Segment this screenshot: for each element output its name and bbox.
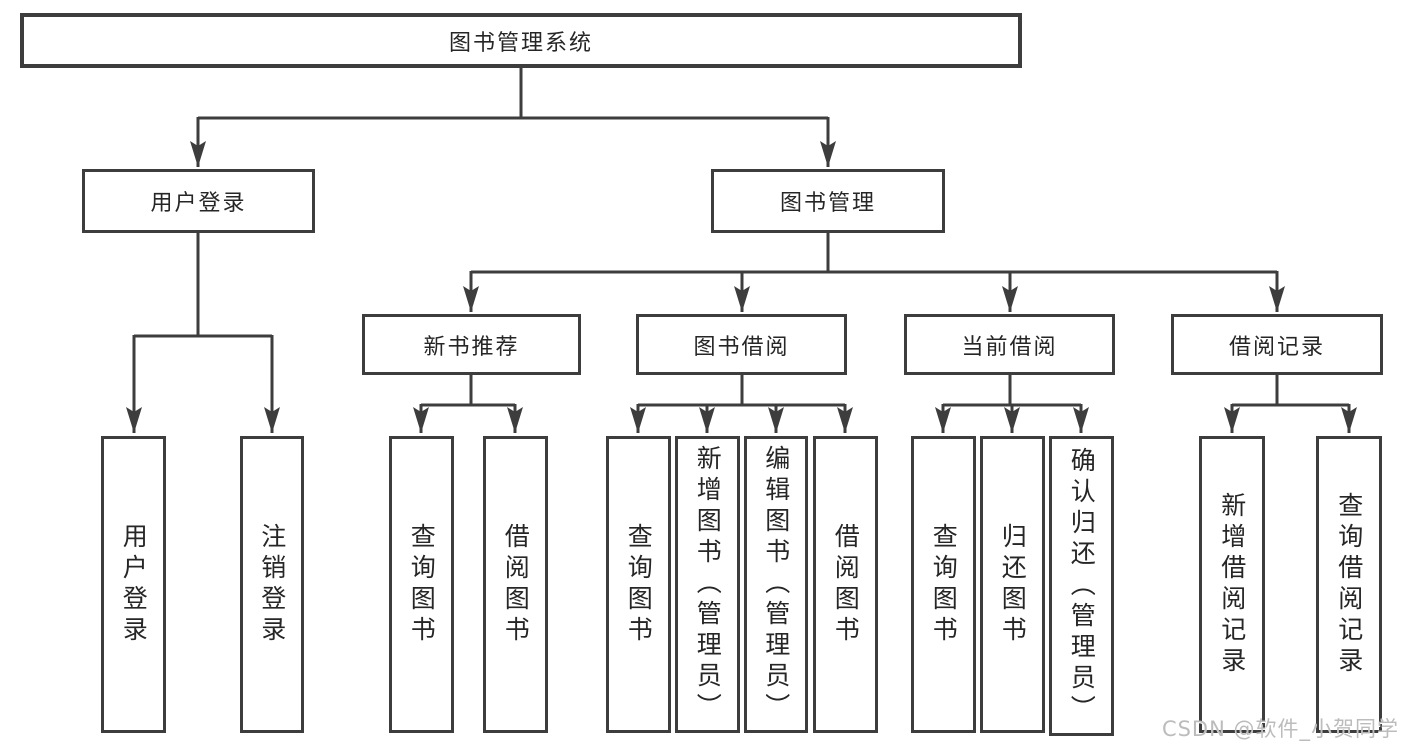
leaf-add-books-admin: 新增图书（管理员） xyxy=(675,436,740,733)
leaf-search-borrow-record: 查询借阅记录 xyxy=(1316,436,1382,733)
leaf-search-borrow-record-label: 查询借阅记录 xyxy=(1334,491,1364,678)
leaf-current-search-books-label: 查询图书 xyxy=(929,522,959,647)
leaf-edit-books-admin: 编辑图书（管理员） xyxy=(744,436,808,733)
leaf-recommend-borrow-books: 借阅图书 xyxy=(483,436,548,733)
leaf-confirm-return-admin-label: 确认归还（管理员） xyxy=(1067,446,1097,726)
leaf-add-borrow-record: 新增借阅记录 xyxy=(1199,436,1265,733)
csdn-watermark: CSDN @软件_小贺同学 xyxy=(1161,717,1399,741)
leaf-current-search-books: 查询图书 xyxy=(911,436,976,733)
leaf-edit-books-admin-label: 编辑图书（管理员） xyxy=(761,445,791,724)
node-borrow-records: 借阅记录 xyxy=(1171,314,1383,375)
node-book-borrow: 图书借阅 xyxy=(636,314,847,375)
leaf-borrow-books: 借阅图书 xyxy=(813,436,878,733)
leaf-confirm-return-admin: 确认归还（管理员） xyxy=(1049,436,1114,736)
leaf-return-books: 归还图书 xyxy=(980,436,1045,733)
leaf-borrow-search-books-label: 查询图书 xyxy=(624,522,654,647)
leaf-return-books-label: 归还图书 xyxy=(998,522,1028,647)
leaf-logout: 注销登录 xyxy=(240,436,304,733)
node-root: 图书管理系统 xyxy=(20,13,1022,68)
leaf-user-login-label: 用户登录 xyxy=(119,522,149,647)
node-new-book-recommend: 新书推荐 xyxy=(362,314,581,375)
leaf-recommend-borrow-books-label: 借阅图书 xyxy=(501,522,531,647)
leaf-recommend-search-books: 查询图书 xyxy=(389,436,454,733)
leaf-borrow-books-label: 借阅图书 xyxy=(831,522,861,647)
leaf-user-login: 用户登录 xyxy=(101,436,166,733)
leaf-add-borrow-record-label: 新增借阅记录 xyxy=(1217,491,1247,678)
node-current-borrow: 当前借阅 xyxy=(904,314,1115,375)
leaf-borrow-search-books: 查询图书 xyxy=(606,436,671,733)
node-user-login: 用户登录 xyxy=(82,169,315,233)
node-book-management: 图书管理 xyxy=(711,169,945,233)
leaf-add-books-admin-label: 新增图书（管理员） xyxy=(693,445,723,724)
leaf-logout-label: 注销登录 xyxy=(257,522,287,647)
leaf-recommend-search-books-label: 查询图书 xyxy=(407,522,437,647)
